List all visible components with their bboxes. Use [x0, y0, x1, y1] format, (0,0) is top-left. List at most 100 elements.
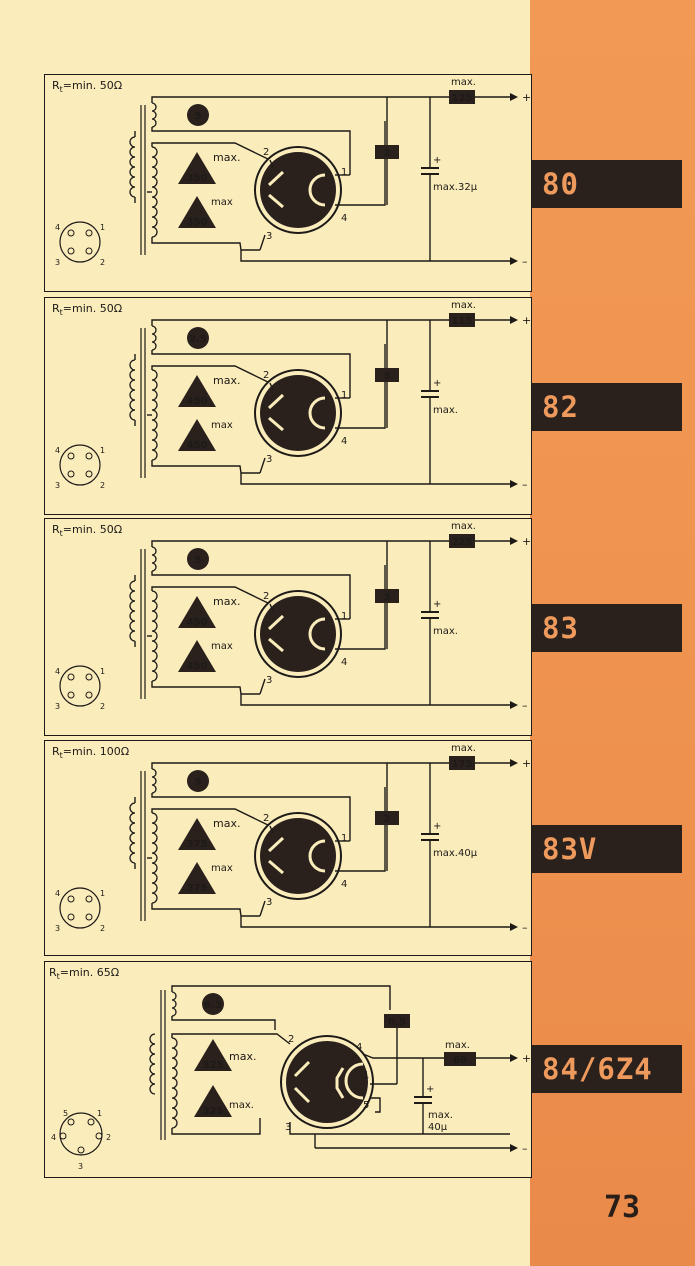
tube-body: [260, 596, 336, 672]
minus-terminal: –: [522, 921, 528, 934]
plus-terminal: +: [522, 91, 531, 104]
socket-pin-label-1: 1: [97, 1109, 102, 1118]
socket-pin: [85, 229, 93, 237]
rt-label: Rt=min. 50Ω: [52, 302, 122, 317]
socket-pin-label-1: 1: [100, 223, 105, 232]
socket-pin: [67, 691, 75, 699]
minus-terminal: –: [522, 478, 528, 491]
minus-terminal: –: [522, 1142, 528, 1155]
wire: [259, 457, 266, 474]
socket-pin: [67, 673, 75, 681]
socket-outline: [59, 665, 101, 707]
secondary-bottom-value-triangle: [178, 640, 216, 672]
cap-plus: +: [426, 1084, 434, 1095]
socket-pin-label-1: 1: [100, 667, 105, 676]
wire: [289, 1122, 510, 1135]
heater-coil: [151, 102, 157, 128]
tube-cathode: [335, 1067, 345, 1099]
socket-pin: [67, 452, 75, 460]
wire: [151, 793, 351, 841]
pin-label-3: 3: [266, 231, 272, 242]
wire: [335, 803, 386, 872]
arrow-minus: [510, 701, 518, 709]
max-label-top: max.: [229, 1050, 256, 1063]
output-value-box: [444, 1052, 476, 1066]
primary-coil: [129, 580, 136, 642]
max-label-top: max.: [213, 817, 240, 830]
output-value-box: [449, 756, 475, 770]
plus-terminal: +: [522, 1052, 531, 1065]
socket-outline: [59, 1112, 103, 1156]
max-label-bottom: max.: [229, 1100, 254, 1111]
cap-value: max.32µ: [433, 182, 478, 193]
pin-label-4: 4: [341, 436, 347, 447]
heater-badge: [202, 993, 224, 1015]
socket-pin: [95, 1132, 103, 1140]
wire: [151, 127, 351, 175]
heater-coil: [151, 768, 157, 794]
tube-plate-top: [267, 836, 285, 853]
wire: [151, 350, 351, 398]
secondary-top-value: 375: [187, 839, 208, 850]
pin-label-3: 3: [285, 1122, 291, 1133]
max-label-bottom: max: [211, 420, 233, 431]
series-value-box: [375, 368, 399, 382]
wire: [335, 137, 386, 206]
socket-pin-label-4: 4: [55, 446, 60, 455]
minus-terminal: –: [522, 699, 528, 712]
output-value: 115: [452, 316, 473, 327]
socket-pin-label-2: 2: [100, 702, 105, 711]
wire: [151, 586, 271, 605]
max-label-top: max.: [213, 151, 240, 164]
tube-plate-top: [293, 1060, 311, 1078]
max-label-bottom: max: [211, 863, 233, 874]
arrow-plus: [510, 759, 518, 767]
secondary-bottom-value-triangle: [178, 419, 216, 451]
output-value: 125: [452, 93, 473, 104]
pin-label-2: 2: [263, 591, 269, 602]
socket-pin-label-3: 3: [78, 1162, 83, 1171]
arrow-plus: [510, 316, 518, 324]
socket-pin: [67, 229, 75, 237]
wire: [151, 319, 510, 326]
socket-pin: [85, 452, 93, 460]
secondary-top-value-triangle: [178, 818, 216, 850]
socket-pin: [67, 895, 75, 903]
tube-label-82: 82: [532, 383, 682, 431]
heater-coil: [151, 325, 157, 351]
cap-value: max.40µ: [433, 848, 478, 859]
schematic-svg: Rt=min. 65Ω6.3325325max.max.241530.5+max…: [49, 966, 531, 1171]
pin-label-1: 1: [341, 167, 347, 178]
socket-pin: [59, 1132, 67, 1140]
wire: [240, 916, 510, 928]
socket-pin: [67, 1118, 75, 1126]
wire: [151, 96, 510, 103]
wire: [269, 159, 274, 168]
tube-body: [260, 375, 336, 451]
schematic-svg: Rt=min. 50Ω5350350max.max21342+max.32µma…: [52, 77, 531, 268]
secondary-bottom-value: 350: [187, 217, 208, 228]
secondary-top-value: 325: [203, 1060, 224, 1071]
secondary-coil: [151, 146, 158, 238]
socket-pin: [67, 913, 75, 921]
wire: [335, 360, 386, 429]
cap-value: max.: [433, 626, 458, 637]
tube-filament: [344, 1062, 364, 1100]
cap-plus: +: [433, 155, 441, 166]
max-label-top: max.: [213, 595, 240, 608]
wire: [171, 1033, 291, 1045]
socket-pin-label-2: 2: [100, 924, 105, 933]
tube-body: [260, 152, 336, 228]
tube-body: [260, 818, 336, 894]
pin-label-1: 1: [363, 1070, 369, 1081]
tube-plate-top: [267, 614, 285, 631]
schematic-svg: Rt=min. 100Ω5375375max.max21342+max.40µm…: [52, 743, 531, 934]
tube-plate-bottom: [293, 1086, 311, 1104]
max-label-bottom: max: [211, 197, 233, 208]
tube-label-83v: 83V: [532, 825, 682, 873]
wire: [151, 903, 260, 917]
output-value: 60: [453, 1055, 467, 1066]
tube-body: [286, 1041, 368, 1123]
